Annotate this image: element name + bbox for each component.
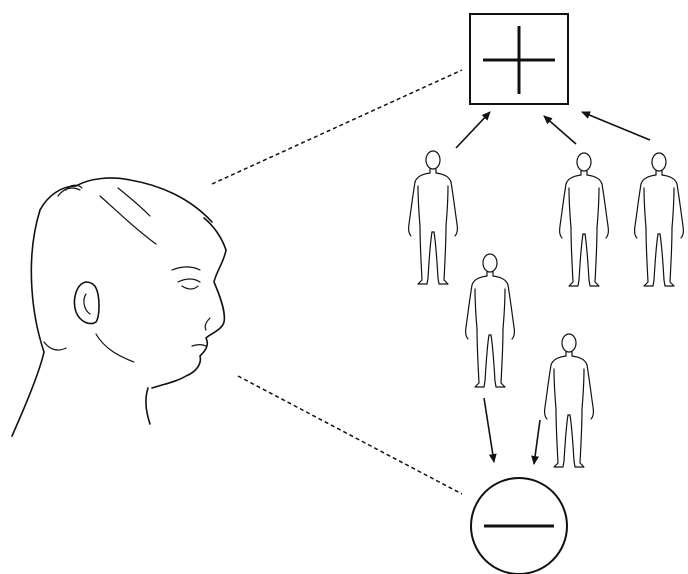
person-figure-2 <box>560 153 609 286</box>
head-profile-icon <box>12 178 226 436</box>
arrow-person-2-to-plus <box>544 116 576 144</box>
projection-line-positive <box>212 70 462 184</box>
person-figure-1 <box>409 151 458 284</box>
arrow-person-4-to-minus <box>484 398 494 462</box>
person-figure-5 <box>545 334 594 467</box>
plus-icon <box>470 14 568 104</box>
arrow-person-3-to-plus <box>582 112 650 140</box>
projection-line-negative <box>238 376 462 494</box>
arrow-person-1-to-plus <box>456 112 490 148</box>
person-figure-4 <box>466 254 515 387</box>
minus-icon <box>471 478 567 574</box>
arrow-person-5-to-minus <box>534 420 540 464</box>
person-figure-3 <box>635 153 684 286</box>
